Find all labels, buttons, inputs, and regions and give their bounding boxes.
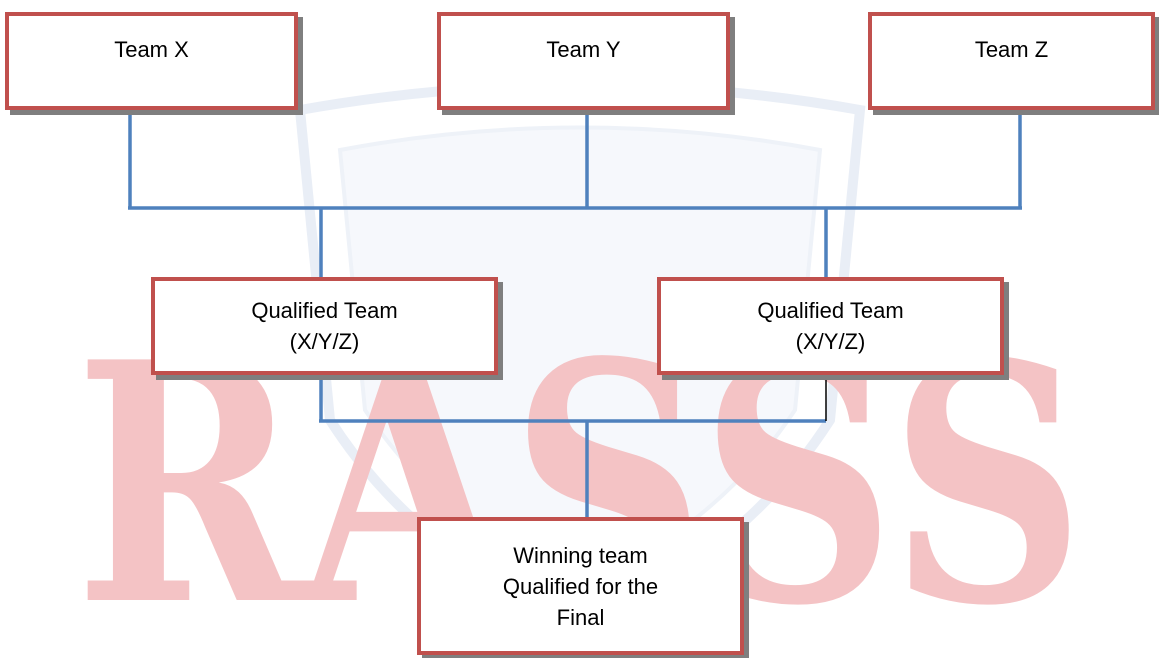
- node-team-z-label: Team Z: [974, 37, 1049, 62]
- node-team-x-label: Team X: [114, 37, 189, 62]
- node-team-y-label: Team Y: [546, 37, 621, 62]
- node-final-winner: Winning team Qualified for the Final: [417, 517, 744, 655]
- node-final-line-1: Winning team: [513, 542, 648, 568]
- node-qualified-team-1-line-2: (X/Y/Z): [289, 329, 360, 354]
- node-qualified-team-2: Qualified Team (X/Y/Z): [657, 277, 1004, 375]
- node-qualified-team-1: Qualified Team (X/Y/Z): [151, 277, 498, 375]
- node-team-x: Team X: [5, 12, 298, 110]
- node-team-z: Team Z: [868, 12, 1155, 110]
- node-team-y: Team Y: [437, 12, 730, 110]
- node-final-line-3: Final: [556, 604, 605, 630]
- node-qualified-team-1-line-1: Qualified Team: [251, 298, 398, 323]
- node-final-line-2: Qualified for the: [502, 573, 659, 599]
- node-qualified-team-2-line-1: Qualified Team: [757, 298, 904, 323]
- node-qualified-team-2-line-2: (X/Y/Z): [795, 329, 866, 354]
